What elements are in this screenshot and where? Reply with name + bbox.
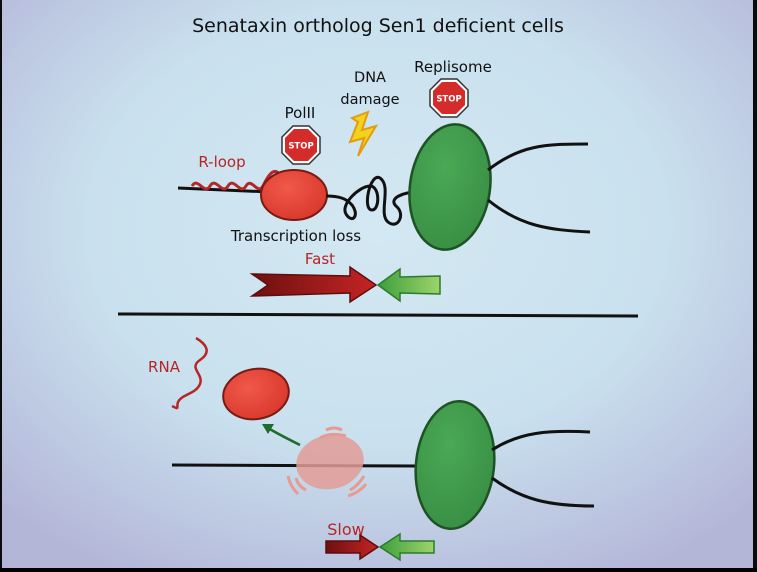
stop-sign-polii: STOP bbox=[281, 125, 321, 165]
lightning-bolt-icon bbox=[348, 110, 379, 157]
green-arrow-slow bbox=[378, 532, 435, 562]
dna-strand-bottom bbox=[171, 463, 421, 468]
stop-sign-replisome-label: STOP bbox=[436, 95, 461, 105]
stop-sign-replisome: STOP bbox=[429, 78, 469, 118]
transcription-loss-label: Transcription loss bbox=[230, 227, 361, 245]
red-arrow-fast bbox=[249, 265, 378, 304]
vibration-mark-top2 bbox=[319, 432, 347, 440]
rna-label: RNA bbox=[148, 358, 181, 376]
vibration-mark-right bbox=[349, 475, 366, 492]
fork-arm-bottom bbox=[487, 198, 591, 234]
vibration-mark-left bbox=[286, 475, 300, 496]
top-panel: STOP STOP DNA damage Replisome PolII R-l… bbox=[177, 58, 591, 304]
red-arrow-slow bbox=[325, 533, 380, 561]
dna-damage-label-line2: damage bbox=[340, 92, 399, 108]
release-arrow-head bbox=[262, 424, 274, 434]
fork-arm-top-bottom bbox=[491, 429, 591, 452]
supercoiled-dna bbox=[325, 176, 419, 226]
panel-divider bbox=[117, 312, 639, 318]
r-loop-label: R-loop bbox=[198, 153, 245, 171]
replisome-complex-bottom bbox=[414, 399, 496, 531]
faded-polii bbox=[296, 434, 364, 490]
vibration-mark-top bbox=[325, 426, 343, 432]
rna-strand bbox=[171, 336, 208, 410]
replisome-complex bbox=[408, 123, 492, 251]
vibration-mark-left2 bbox=[294, 477, 307, 492]
fork-arm-top bbox=[487, 142, 589, 172]
vibration-mark-right2 bbox=[347, 483, 368, 498]
replisome-label: Replisome bbox=[414, 58, 492, 76]
diagram-title: Senataxin ortholog Sen1 deficient cells bbox=[192, 15, 564, 37]
stop-sign-polii-label: STOP bbox=[288, 142, 313, 152]
green-arrow-fast bbox=[376, 267, 441, 303]
polii-label: PolII bbox=[285, 104, 316, 122]
bottom-panel: RNA Slow bbox=[148, 336, 595, 562]
dna-damage-label-line1: DNA bbox=[354, 70, 386, 86]
released-polii bbox=[222, 367, 290, 421]
slow-label: Slow bbox=[327, 520, 364, 539]
polii-complex bbox=[260, 169, 328, 221]
fast-label: Fast bbox=[305, 250, 335, 268]
fork-arm-bottom-bottom bbox=[491, 476, 595, 508]
